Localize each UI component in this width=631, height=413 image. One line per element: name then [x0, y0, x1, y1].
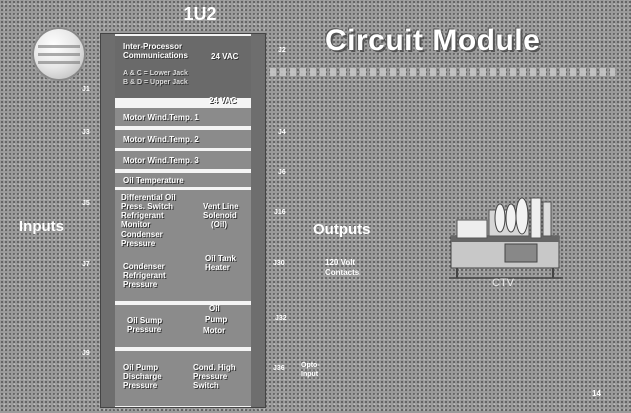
jack-label-left: J1 [82, 86, 90, 93]
diff-oil-4: Monitor [121, 220, 151, 229]
jack-label-left: J7 [82, 261, 90, 268]
jack-label-right: J2 [278, 47, 286, 54]
oil-pump-motor-1: Oil [209, 304, 220, 313]
motor-temp-3: Motor Wind.Temp. 3 [123, 156, 199, 165]
condenser-pressure-1: Condenser [121, 230, 163, 239]
vent-line-1: Vent Line [203, 202, 239, 211]
ipc-label-2: Communications [123, 51, 188, 60]
jack-label-left: J9 [82, 350, 90, 357]
jack-label-left: J5 [82, 200, 90, 207]
vent-line-3: (Oil) [211, 220, 227, 229]
jack-label-right: J6 [278, 169, 286, 176]
diff-oil-1: Differential Oil [121, 193, 176, 202]
opto-line-2: Input [301, 371, 319, 378]
opto-input-label: Opto- Input [301, 361, 320, 379]
oil-pump-motor-3: Motor [203, 326, 226, 335]
cond-refrigerant-3: Pressure [123, 280, 158, 289]
contacts-label: 120 Volt Contacts [325, 258, 359, 278]
vac-label-top: 24 VAC [211, 52, 239, 61]
right-pin-strip [251, 34, 265, 407]
ctv-chiller-icon [449, 197, 563, 279]
circuit-board: Inter-Processor Communications 24 VAC A … [100, 33, 266, 408]
jack-label-right: J36 [273, 365, 285, 372]
title-stripe [230, 68, 615, 76]
plate-motor1 [115, 108, 251, 126]
jack-note-a: A & C = Lower Jack [123, 70, 188, 77]
oil-sump-1: Oil Sump [127, 316, 163, 325]
cond-refrigerant-2: Refrigerant [123, 271, 166, 280]
plate-motor2 [115, 130, 251, 148]
ctv-label: CTV [492, 277, 514, 289]
jack-label-left: J3 [82, 129, 90, 136]
cond-high-3: Switch [193, 381, 219, 390]
condenser-pressure-2: Pressure [121, 239, 156, 248]
oil-pump-discharge-1: Oil Pump [123, 363, 159, 372]
oil-pump-discharge-3: Pressure [123, 381, 158, 390]
diff-oil-2: Press. Switch [121, 202, 174, 211]
contacts-line-1: 120 Volt [325, 258, 356, 267]
plate-middle [115, 190, 251, 301]
contacts-line-2: Contacts [325, 268, 360, 277]
plate-oil-temp [115, 173, 251, 187]
inputs-label: Inputs [19, 218, 64, 235]
oil-tank-heater-2: Heater [205, 263, 230, 272]
vent-line-2: Solenoid [203, 211, 237, 220]
jack-label-right: J16 [274, 209, 286, 216]
ipc-label-1: Inter-Processor [123, 42, 183, 51]
motor-temp-2: Motor Wind.Temp. 2 [123, 135, 199, 144]
jack-label-right: J30 [273, 260, 285, 267]
cond-refrigerant-1: Condenser [123, 262, 165, 271]
plate-ipc [115, 36, 251, 98]
oil-pump-discharge-2: Discharge [123, 372, 162, 381]
plate-oil-sump [115, 305, 251, 347]
outputs-label: Outputs [313, 221, 371, 238]
jack-label-right: J4 [278, 129, 286, 136]
vac-label-mid: 24 VAC [209, 96, 237, 105]
diff-oil-3: Refrigerant [121, 211, 164, 220]
logo-icon [32, 27, 86, 81]
oil-tank-heater-1: Oil Tank [205, 254, 236, 263]
slide-title: Circuit Module [325, 24, 541, 57]
cond-high-2: Pressure [193, 372, 228, 381]
oil-sump-2: Pressure [127, 325, 162, 334]
oil-temperature: Oil Temperature [123, 176, 184, 185]
cond-high-1: Cond. High [193, 363, 236, 372]
page-number: 14 [592, 389, 601, 398]
opto-line-1: Opto- [301, 362, 320, 369]
plate-motor3 [115, 151, 251, 169]
left-pin-strip [101, 34, 115, 407]
board-title: 1U2 [183, 4, 217, 24]
oil-pump-motor-2: Pump [205, 315, 228, 324]
jack-label-right: J32 [275, 315, 287, 322]
jack-note-b: B & D = Upper Jack [123, 79, 188, 86]
plate-oil-pump [115, 351, 251, 406]
motor-temp-1: Motor Wind.Temp. 1 [123, 113, 199, 122]
